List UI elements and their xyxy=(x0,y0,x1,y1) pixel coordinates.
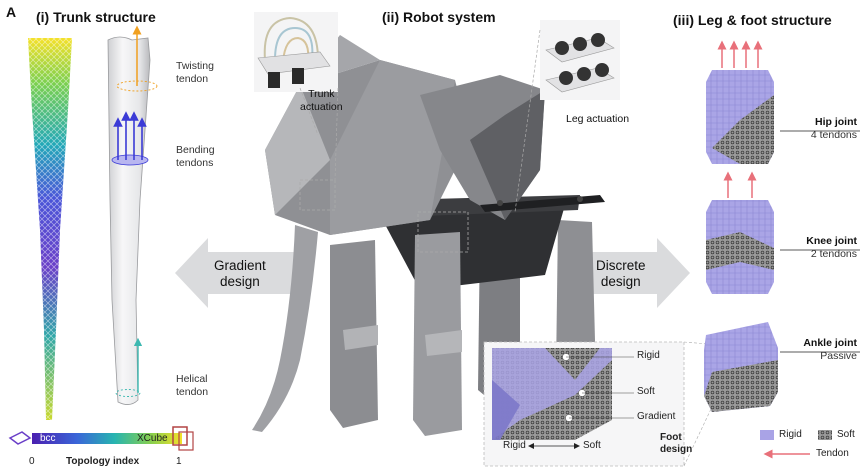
trunk-tube xyxy=(107,25,158,405)
gradient-design-label: Gradient design xyxy=(214,258,266,290)
panel-letter: A xyxy=(6,4,17,20)
topology-colorbar xyxy=(8,426,194,451)
legend-tendon-label: Tendon xyxy=(816,448,849,459)
foot-axis-right: Soft xyxy=(583,440,601,451)
robot-elephant xyxy=(252,35,605,436)
foot-gradient-label: Gradient xyxy=(637,411,676,422)
knee-joint-name: Knee joint xyxy=(806,235,857,247)
hip-joint-detail: 4 tendons xyxy=(810,129,857,141)
bending-label-line1: Bending xyxy=(176,144,215,156)
bending-label-line2: tendons xyxy=(176,157,214,169)
ankle-joint-detail: Passive xyxy=(820,350,857,362)
ankle-joint-label: Ankle joint Passive xyxy=(803,337,857,363)
foot-rigid-label: Rigid xyxy=(637,350,660,361)
twisting-label-line2: tendon xyxy=(176,73,209,85)
helical-label-line1: Helical xyxy=(176,373,208,385)
trunk-title: (i) Trunk structure xyxy=(36,9,156,25)
gradient-line2: design xyxy=(219,274,260,289)
hip-joint-name: Hip joint xyxy=(815,116,857,128)
knee-segment xyxy=(706,171,774,294)
gradient-arrow xyxy=(175,238,300,308)
twisting-label-line1: Twisting xyxy=(176,60,214,72)
legend-rigid-swatch xyxy=(760,430,774,440)
hip-joint-label: Hip joint 4 tendons xyxy=(811,116,857,142)
discrete-arrow xyxy=(580,238,690,308)
legend-rigid-label: Rigid xyxy=(779,429,802,440)
legend-soft-label: Soft xyxy=(837,429,855,440)
foot-caption-line2: design xyxy=(660,444,693,455)
foot-design-caption: Foot design xyxy=(660,432,692,456)
trunk-actuation-line1: Trunk xyxy=(308,88,335,100)
discrete-line2: design xyxy=(600,274,641,289)
colorbar-right-label: XCube xyxy=(137,433,168,444)
trunk-actuation-inset xyxy=(254,12,339,211)
trunk-actuation-label: Trunk actuation xyxy=(300,88,343,114)
hip-segment xyxy=(706,40,774,164)
colorbar-min: 0 xyxy=(29,456,35,467)
discrete-line1: Discrete xyxy=(596,258,646,273)
twisting-tendon-label: Twisting tendon xyxy=(176,60,214,86)
foot-soft-label: Soft xyxy=(637,386,655,397)
trunk-lattice-colored xyxy=(28,38,72,420)
helical-tendon-label: Helical tendon xyxy=(176,373,208,399)
robot-title: (ii) Robot system xyxy=(382,9,496,25)
colorbar-title: Topology index xyxy=(66,456,140,467)
leg-actuation-label: Leg actuation xyxy=(566,113,630,125)
foot-design-inset xyxy=(483,341,721,467)
colorbar-max: 1 xyxy=(176,456,182,467)
discrete-design-label: Discrete design xyxy=(596,258,646,290)
legend-soft-swatch xyxy=(818,430,832,440)
foot-caption-line1: Foot xyxy=(660,432,682,443)
bending-tendons-label: Bending tendons xyxy=(176,144,215,170)
knee-joint-label: Knee joint 2 tendons xyxy=(806,235,857,261)
helical-label-line2: tendon xyxy=(176,386,209,398)
trunk-actuation-line2: actuation xyxy=(300,101,343,113)
knee-joint-detail: 2 tendons xyxy=(810,248,857,260)
foot-axis-left: Rigid xyxy=(503,440,526,451)
ankle-joint-name: Ankle joint xyxy=(803,337,857,349)
colorbar-left-label: bcc xyxy=(40,433,56,444)
leg-actuation-inset xyxy=(417,20,620,253)
ankle-segment xyxy=(704,322,778,412)
leg-title: (iii) Leg & foot structure xyxy=(673,12,832,28)
gradient-line1: Gradient xyxy=(214,258,266,273)
